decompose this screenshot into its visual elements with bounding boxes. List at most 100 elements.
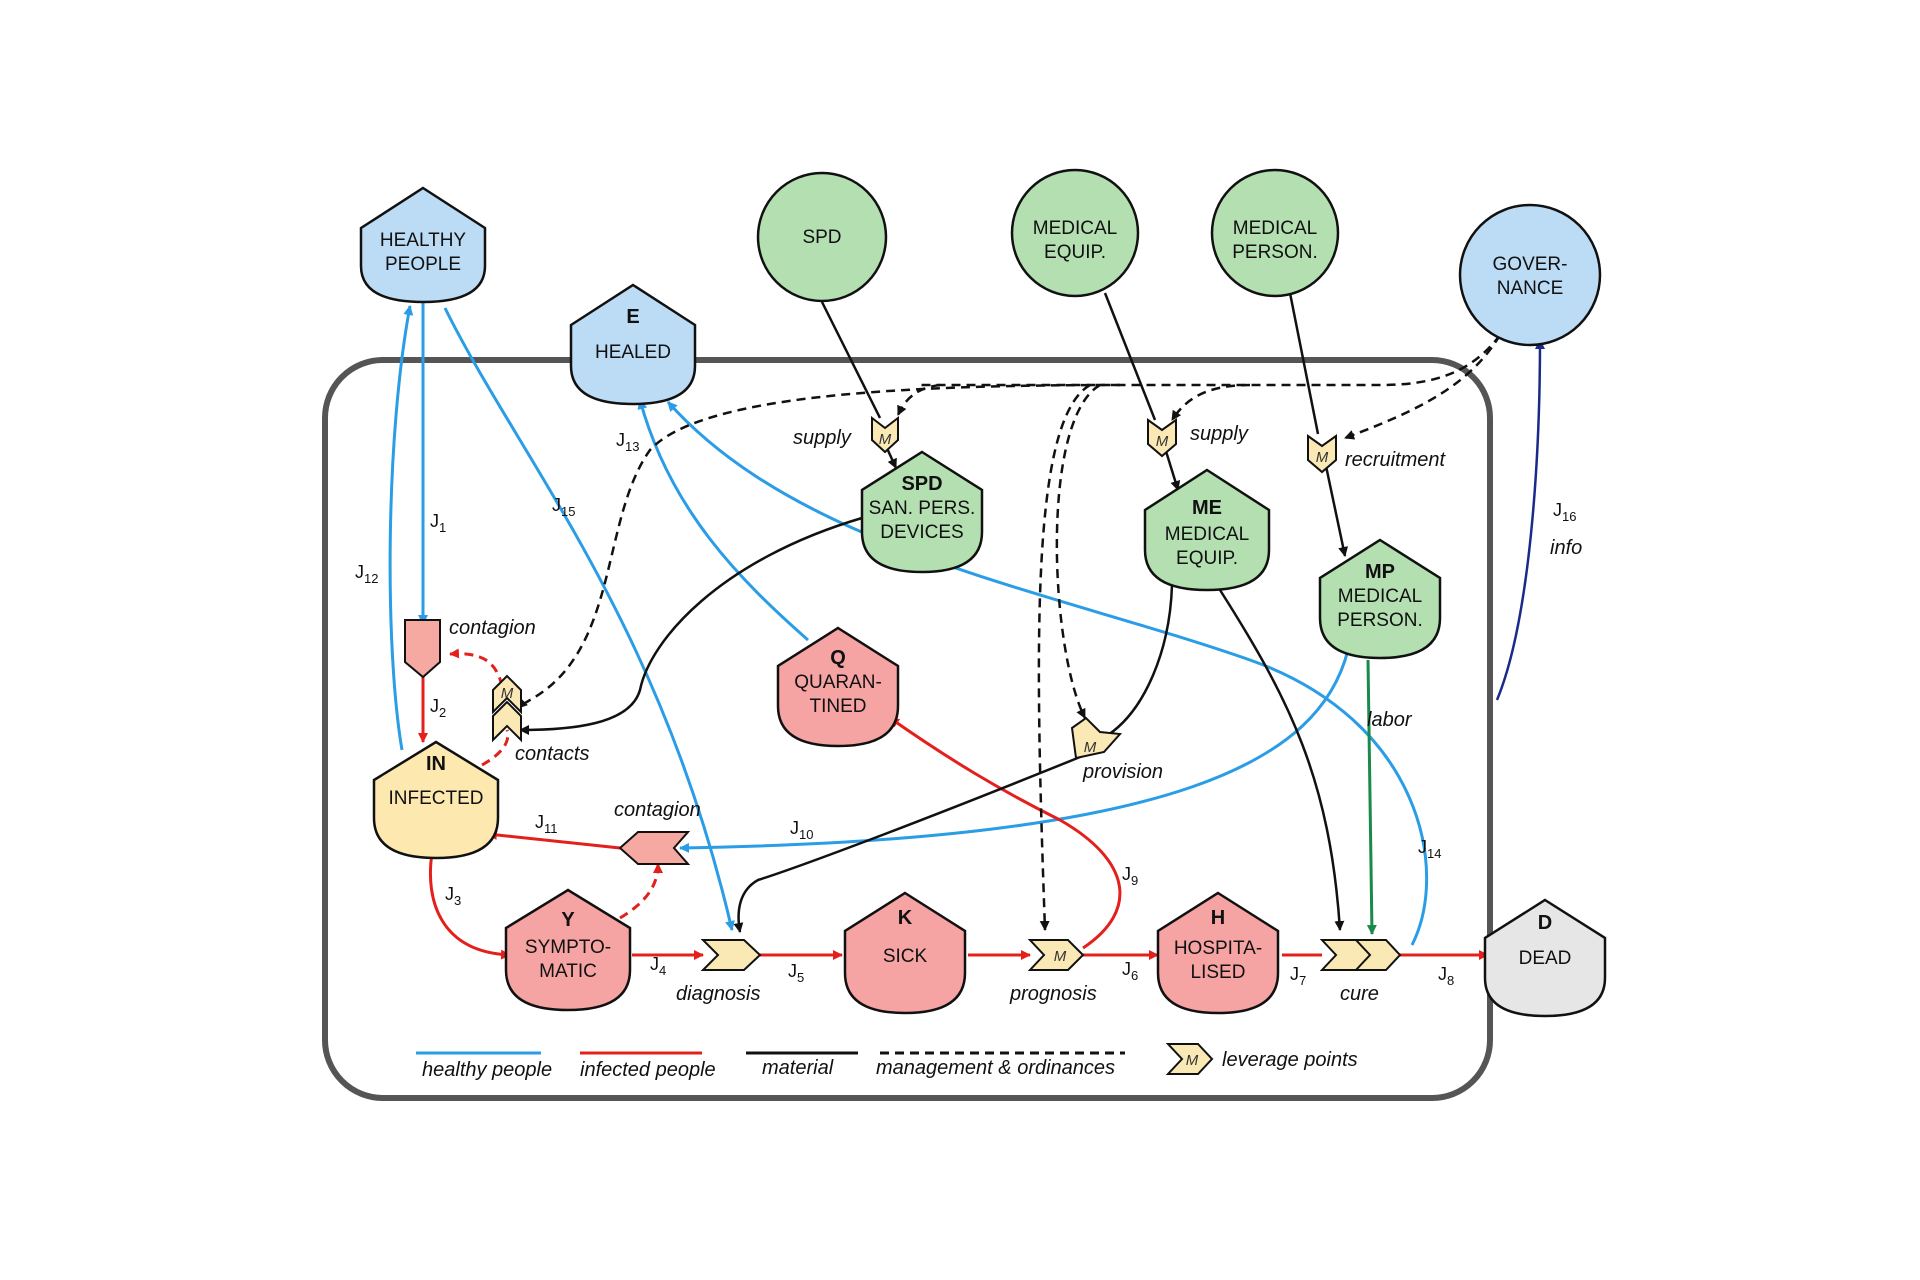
leverage-mark: M bbox=[1316, 449, 1329, 466]
edge-labor bbox=[1366, 659, 1377, 935]
edge-j9 bbox=[889, 716, 1122, 950]
flow-label-j3: J3 bbox=[445, 884, 461, 908]
edge-me-supply bbox=[1103, 292, 1157, 421]
label-provision: provision bbox=[1082, 761, 1163, 783]
edge-gov-trunk bbox=[920, 334, 1501, 387]
node-spd-external[interactable]: SPD bbox=[756, 171, 888, 303]
edge-gov-me-supply bbox=[1170, 383, 1251, 421]
node-label: MEDICAL bbox=[1338, 586, 1422, 607]
node-spd[interactable]: SPD SAN. PERS. DEVICES bbox=[860, 450, 984, 574]
supply-spd-leverage[interactable]: M bbox=[871, 415, 899, 454]
legend: healthy people infected people material … bbox=[416, 1043, 1358, 1081]
edge-j3 bbox=[428, 852, 511, 960]
node-label: EQUIP. bbox=[1044, 242, 1106, 263]
edge-gov-recruit bbox=[1344, 334, 1502, 440]
node-label: MEDICAL bbox=[1033, 218, 1117, 239]
node-label: HEALED bbox=[595, 342, 671, 363]
label-diagnosis: diagnosis bbox=[676, 983, 761, 1005]
edge-gov-contacts bbox=[517, 383, 1121, 709]
node-infected[interactable]: IN INFECTED bbox=[372, 740, 500, 860]
edge-provision-diagnosis bbox=[733, 753, 1086, 933]
node-label: NANCE bbox=[1497, 278, 1564, 299]
label-cure: cure bbox=[1340, 983, 1379, 1005]
node-code: K bbox=[898, 907, 913, 929]
label-supply-spd: supply bbox=[793, 427, 852, 449]
node-label: EQUIP. bbox=[1176, 548, 1238, 569]
edges bbox=[388, 292, 1545, 960]
leverage-mark: M bbox=[501, 685, 514, 702]
edge-j15 bbox=[443, 307, 735, 931]
node-label: QUARAN- bbox=[794, 672, 882, 693]
node-symptomatic[interactable]: Y SYMPTO- MATIC bbox=[504, 888, 632, 1012]
node-label: PEOPLE bbox=[385, 254, 461, 275]
node-label: MEDICAL bbox=[1233, 218, 1317, 239]
flow-label-j13: J13 bbox=[616, 430, 639, 454]
label-info: info bbox=[1550, 537, 1582, 559]
leverage-mark: M bbox=[1054, 948, 1067, 965]
edge-spd-contacts bbox=[519, 516, 863, 735]
flow-label-j7: J7 bbox=[1290, 964, 1306, 988]
flow-label-j11: J11 bbox=[535, 812, 558, 836]
node-quarantined[interactable]: Q QUARAN- TINED bbox=[776, 626, 900, 748]
flow-label-j12: J12 bbox=[355, 562, 378, 586]
node-label: HOSPITA- bbox=[1174, 938, 1262, 959]
node-label: DEVICES bbox=[880, 522, 963, 543]
node-code: Q bbox=[830, 647, 846, 669]
legend-swatch-leverage: M bbox=[1165, 1043, 1214, 1075]
node-dead[interactable]: D DEAD bbox=[1483, 898, 1607, 1018]
edge-gov-provision bbox=[1055, 383, 1101, 719]
node-label: MEDICAL bbox=[1165, 524, 1249, 545]
label-supply-me: supply bbox=[1190, 423, 1249, 445]
node-code: Y bbox=[561, 909, 575, 931]
recruitment-leverage[interactable]: M bbox=[1307, 434, 1337, 474]
node-medical-equip-external[interactable]: MEDICAL EQUIP. bbox=[1010, 168, 1140, 298]
edge-spd-supply bbox=[820, 301, 882, 419]
leverage-mark: M bbox=[879, 431, 892, 448]
node-label: LISED bbox=[1191, 962, 1246, 983]
provision-leverage[interactable]: M bbox=[1070, 716, 1123, 760]
node-label: INFECTED bbox=[389, 788, 484, 809]
flow-label-j1: J1 bbox=[430, 511, 446, 535]
edge-gov-spd-supply bbox=[896, 383, 941, 416]
edge-mp-recruit bbox=[1288, 292, 1320, 435]
node-healthy-people[interactable]: HEALTHY PEOPLE bbox=[359, 186, 487, 304]
diagnosis-valve[interactable] bbox=[700, 939, 762, 971]
node-medical-person-external[interactable]: MEDICAL PERSON. bbox=[1210, 168, 1340, 298]
node-label: SICK bbox=[883, 946, 928, 967]
node-code: IN bbox=[426, 753, 446, 775]
edge-infected-to-contacts bbox=[481, 729, 510, 767]
edge-gov-prognosis bbox=[1037, 383, 1091, 931]
node-sick[interactable]: K SICK bbox=[843, 891, 967, 1015]
flow-label-j8: J8 bbox=[1438, 964, 1454, 988]
contacts-leverage[interactable]: M bbox=[492, 674, 522, 743]
edge-contacts-to-contagion bbox=[449, 648, 504, 687]
flow-label-j5: J5 bbox=[788, 961, 804, 985]
edge-j11 bbox=[487, 829, 621, 850]
flow-label-j16: J16 bbox=[1553, 500, 1576, 524]
node-mp[interactable]: MP MEDICAL PERSON. bbox=[1318, 538, 1442, 660]
node-governance[interactable]: GOVER- NANCE bbox=[1458, 203, 1602, 347]
node-healed[interactable]: E HEALED bbox=[569, 283, 697, 406]
cure-valve[interactable] bbox=[1319, 939, 1402, 971]
node-code: MP bbox=[1365, 561, 1395, 583]
supply-me-leverage[interactable]: M bbox=[1147, 418, 1177, 458]
leverage-mark: M bbox=[1084, 739, 1097, 756]
node-label: SAN. PERS. bbox=[869, 498, 976, 519]
legend-infected: infected people bbox=[580, 1059, 716, 1081]
node-label: HEALTHY bbox=[380, 230, 467, 251]
edge-symptomatic-to-contagion bbox=[619, 863, 663, 920]
edge-recruit-mp bbox=[1324, 465, 1349, 557]
node-label: PERSON. bbox=[1337, 610, 1423, 631]
legend-healthy: healthy people bbox=[422, 1059, 552, 1081]
contagion-valve-mid[interactable] bbox=[618, 831, 691, 865]
flow-label-j14: J14 bbox=[1418, 837, 1441, 861]
node-me[interactable]: ME MEDICAL EQUIP. bbox=[1143, 468, 1271, 592]
system-boundary bbox=[322, 357, 1493, 1101]
prognosis-leverage[interactable]: M bbox=[1027, 939, 1085, 971]
label-labor: labor bbox=[1367, 709, 1413, 731]
contagion-valve-top[interactable] bbox=[404, 619, 441, 679]
node-hospitalised[interactable]: H HOSPITA- LISED bbox=[1156, 891, 1280, 1015]
edge-me-cure bbox=[1218, 589, 1345, 931]
legend-material: material bbox=[762, 1057, 834, 1079]
label-contacts: contacts bbox=[515, 743, 589, 765]
